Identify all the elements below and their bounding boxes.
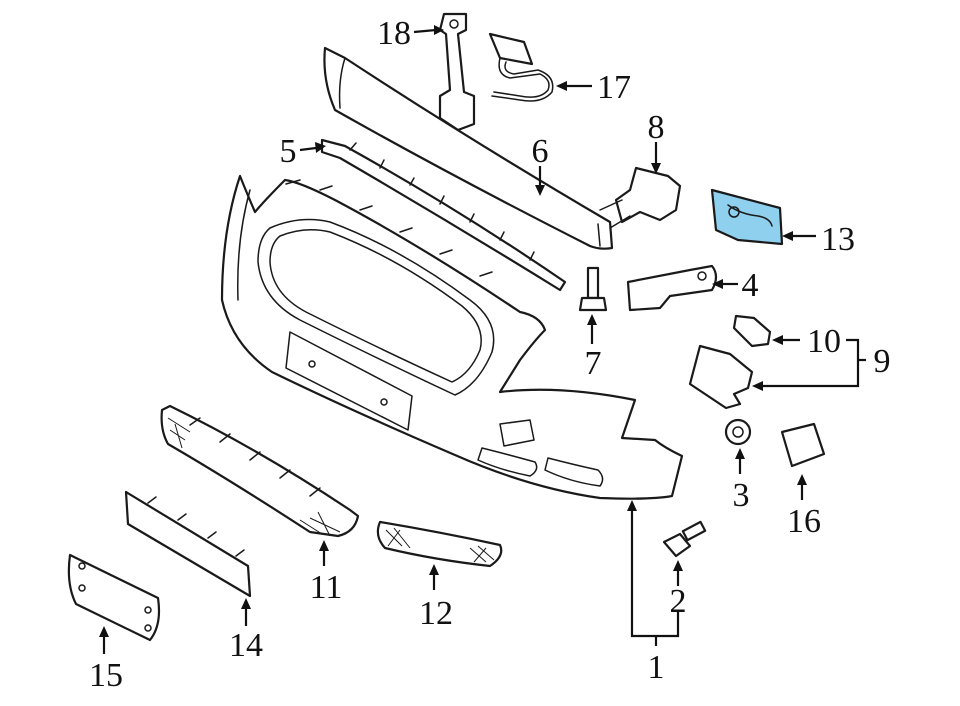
callout-14[interactable]: 14 bbox=[229, 627, 263, 664]
part-17-sensor[interactable] bbox=[488, 32, 554, 102]
part-4-bracket[interactable] bbox=[626, 264, 718, 312]
part-9-housing[interactable] bbox=[688, 344, 754, 410]
part-7-bolt[interactable] bbox=[578, 266, 608, 312]
part-14-plate-bracket[interactable] bbox=[124, 490, 252, 598]
callout-12[interactable]: 12 bbox=[419, 595, 453, 632]
part-13-bracket-highlighted[interactable] bbox=[710, 188, 784, 246]
callout-10[interactable]: 10 bbox=[807, 323, 841, 360]
part-18-bracket[interactable] bbox=[438, 12, 476, 132]
callout-16[interactable]: 16 bbox=[787, 503, 821, 540]
callout-5[interactable]: 5 bbox=[280, 133, 297, 170]
callout-17[interactable]: 17 bbox=[597, 69, 631, 106]
part-8-side-bracket[interactable] bbox=[599, 166, 682, 229]
callout-7[interactable]: 7 bbox=[585, 345, 602, 382]
callout-leaders bbox=[99, 25, 866, 654]
part-12-fog-cover[interactable] bbox=[376, 520, 503, 568]
callout-15[interactable]: 15 bbox=[89, 657, 123, 694]
part-3-nut[interactable] bbox=[724, 418, 752, 446]
callout-6[interactable]: 6 bbox=[532, 133, 549, 170]
callout-4[interactable]: 4 bbox=[742, 267, 759, 304]
part-10-socket[interactable] bbox=[732, 314, 772, 348]
callout-1[interactable]: 1 bbox=[648, 649, 665, 686]
part-1-bumper-cover[interactable] bbox=[220, 174, 684, 500]
callout-8[interactable]: 8 bbox=[648, 109, 665, 146]
callout-9[interactable]: 9 bbox=[874, 343, 891, 380]
part-11-lower-grille[interactable] bbox=[160, 404, 360, 538]
callout-18[interactable]: 18 bbox=[377, 15, 411, 52]
part-15-plate-backing[interactable] bbox=[67, 553, 161, 642]
part-16-cap[interactable] bbox=[780, 422, 826, 468]
part-5-upper-bracket[interactable] bbox=[320, 138, 567, 292]
callout-3[interactable]: 3 bbox=[733, 477, 750, 514]
callout-labels: 1 2 3 4 5 6 7 8 9 10 11 12 13 14 15 16 1… bbox=[89, 15, 891, 694]
callout-2[interactable]: 2 bbox=[670, 583, 687, 620]
callout-11[interactable]: 11 bbox=[310, 569, 343, 606]
part-2-screw[interactable] bbox=[662, 520, 707, 558]
part-6-energy-absorber[interactable] bbox=[323, 46, 614, 250]
callout-13[interactable]: 13 bbox=[821, 221, 855, 258]
